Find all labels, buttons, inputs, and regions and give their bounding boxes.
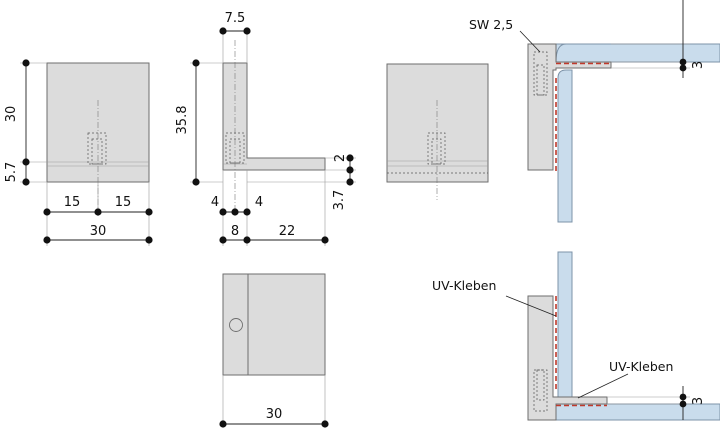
fitting-top — [527, 43, 612, 171]
bottom-view-body — [222, 273, 326, 376]
dim-front-half-left: 15 — [64, 195, 81, 210]
dim-side-gap: 2 — [333, 154, 348, 162]
dim-front-height: 30 — [4, 106, 19, 123]
side-view: 7.5 35.8 2 3.7 4 4 8 22 — [175, 11, 356, 246]
back-view-body — [386, 63, 489, 183]
dim-side-top-width: 7.5 — [225, 11, 246, 26]
dim-side-offset-right: 4 — [255, 195, 263, 210]
dim-side-height: 35.8 — [175, 106, 190, 135]
detail-top-glass-corner: SW 2,5 3 — [469, 0, 720, 223]
bottom-view: 30 — [219, 273, 329, 428]
dim-glass-bottom-thickness: 3 — [691, 397, 706, 405]
screw-hole-bottom — [533, 369, 548, 412]
dim-bottom-width: 30 — [266, 407, 283, 422]
dim-front-base: 5.7 — [4, 162, 19, 183]
dim-side-offset-left: 4 — [211, 195, 219, 210]
dim-side-total-base: 8 — [231, 224, 239, 239]
dim-glass-top-thickness: 3 — [691, 61, 706, 69]
dim-side-leg-length: 22 — [279, 224, 296, 239]
dim-front-half-right: 15 — [115, 195, 132, 210]
glass-pane-horizontal-top — [555, 43, 720, 63]
back-view-screw-hole — [427, 132, 446, 165]
glass-pane-vertical-lower — [557, 251, 573, 405]
front-view: 30 5.7 15 15 30 — [4, 59, 153, 246]
dim-side-base-thickness: 3.7 — [332, 190, 347, 211]
side-view-profile — [222, 62, 326, 171]
label-uv-bond-lower: UV-Kleben — [609, 359, 673, 374]
label-screw: SW 2,5 — [469, 17, 513, 32]
detail-bottom-glass-corner: UV-Kleben UV-Kleben 3 — [432, 251, 720, 421]
dim-front-width: 30 — [90, 224, 107, 239]
glass-pane-horizontal-bottom — [555, 403, 720, 421]
glass-pane-vertical — [557, 69, 573, 223]
bottom-view-hole — [229, 318, 243, 332]
back-view — [386, 63, 489, 200]
label-uv-bond-upper: UV-Kleben — [432, 278, 496, 293]
